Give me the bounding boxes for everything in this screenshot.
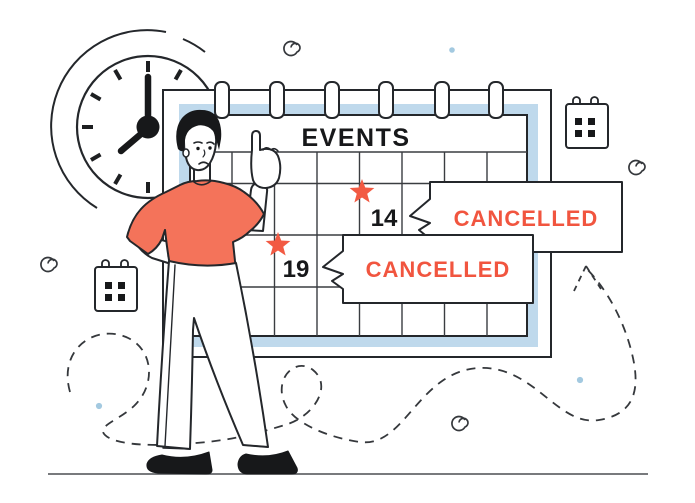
binder-ring (434, 81, 450, 119)
clock-outer-arc (182, 38, 206, 53)
star-marker-19 (265, 232, 291, 256)
dot (95, 402, 103, 410)
hand-knuckles (262, 146, 279, 152)
binder-ring (324, 81, 340, 119)
frown-mouth (198, 161, 209, 165)
calendar-title: EVENTS (301, 124, 410, 152)
spiral-doodle (628, 159, 646, 176)
dashed-arrow-doodle (66, 265, 637, 446)
nose (202, 149, 206, 158)
clock-center (136, 115, 160, 139)
face-features (193, 141, 215, 165)
pointing-hand (250, 130, 282, 189)
blue-dots (95, 47, 584, 410)
binder-ring (488, 81, 504, 119)
cancelled-label-19: CANCELLED (366, 257, 511, 282)
binder-ring (269, 81, 285, 119)
cancelled-label-14: CANCELLED (454, 206, 599, 231)
person-illustration (126, 109, 298, 475)
binder-ring (378, 81, 394, 119)
spiral-doodle (283, 40, 301, 57)
spiral-doodle (40, 256, 58, 273)
pant-cuffs (162, 444, 269, 450)
dot (449, 47, 455, 53)
person-pants (156, 260, 269, 450)
spiral-doodles (40, 40, 646, 432)
binder-ring (214, 81, 230, 119)
speech-bubble-19: CANCELLED (322, 234, 534, 304)
person-hair (176, 109, 222, 152)
mini-calendar-icon-right (565, 96, 609, 149)
binder-rings (214, 81, 504, 119)
shoe-left (146, 451, 213, 475)
tshirt-collar (193, 180, 212, 186)
spiral-doodle (451, 415, 469, 432)
bubble-shape (322, 234, 534, 304)
dot (576, 376, 584, 384)
clock-outer-arc (50, 29, 167, 209)
star-marker-14 (349, 179, 375, 203)
shoe-right (237, 450, 298, 475)
dashed-path (66, 268, 637, 446)
calendar-day-19: 19 (283, 256, 310, 283)
pants-seam (164, 264, 176, 447)
person-ear (182, 148, 190, 158)
arrowhead (573, 265, 602, 292)
calendar-day-14: 14 (371, 205, 398, 232)
mini-calendar-icon-left (94, 259, 138, 312)
